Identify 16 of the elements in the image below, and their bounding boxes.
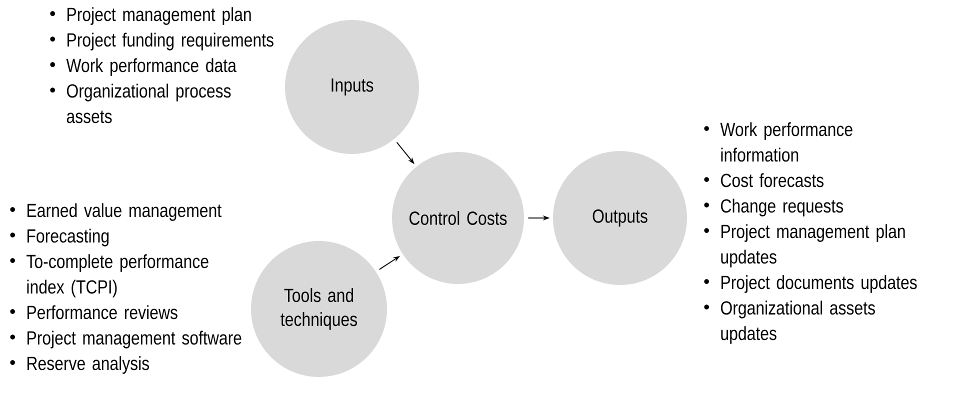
list-item: Earned value management: [10, 203, 222, 221]
list-item: Work performance information: [704, 122, 852, 162]
list-item: Work performance data: [50, 58, 236, 76]
list-item: Project management software: [10, 330, 242, 348]
list-item: Forecasting: [10, 228, 109, 246]
list-item: Change requests: [704, 198, 844, 216]
list-item: Project funding requirements: [50, 32, 274, 50]
list-item: Organizational assets updates: [704, 300, 875, 344]
list-item: Project documents updates: [704, 275, 917, 293]
list-item: To-complete performance index (TCPI): [10, 254, 208, 298]
list-item: Cost forecasts: [704, 173, 824, 188]
list-item: Project management plan: [50, 7, 251, 25]
list-item: Reserve analysis: [10, 356, 150, 374]
list-item: Performance reviews: [10, 305, 178, 320]
list-item: Project management plan updates: [704, 224, 905, 268]
list-item: Organizational process assets: [50, 84, 231, 124]
